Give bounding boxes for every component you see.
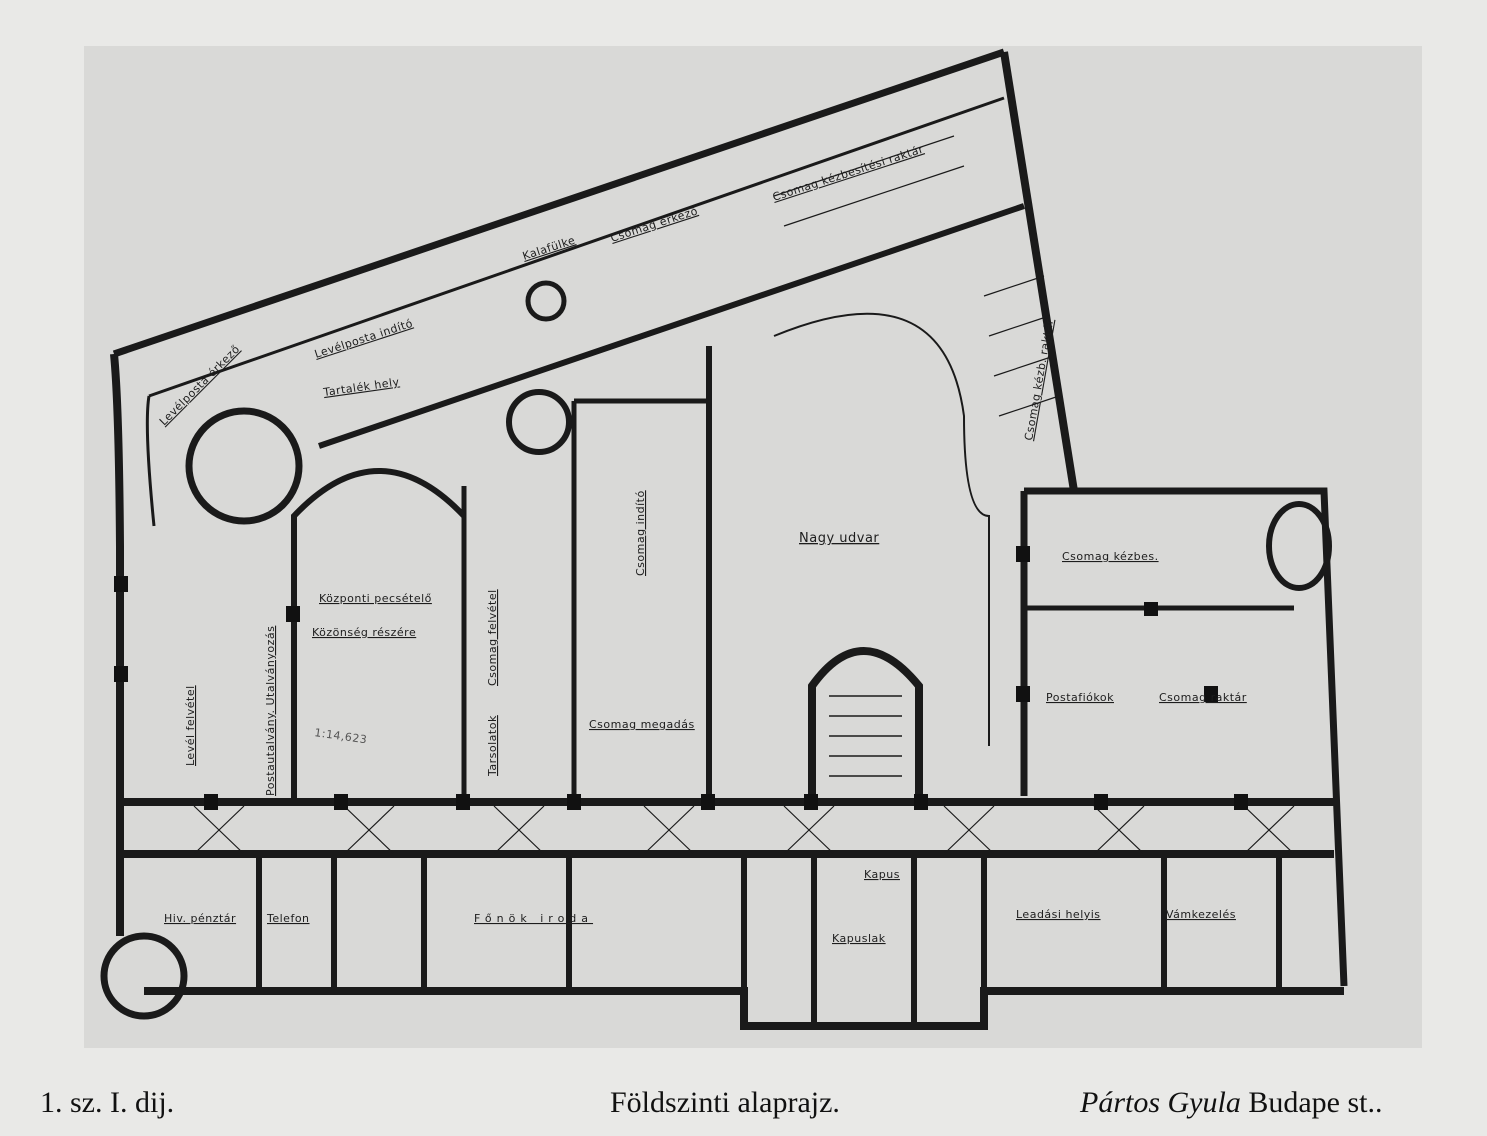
south-facade-wall: [144, 987, 1344, 1030]
label-csomag-erkezo: Csomag érkező: [609, 204, 700, 245]
label-csomag-megadas: Csomag megadás: [589, 718, 695, 731]
label-tarsolatok: Tarsolatok: [486, 715, 499, 777]
label-hatofulke: Kalafülke: [521, 234, 577, 263]
east-wing-outer-wall: [1024, 487, 1348, 987]
round-corner-tower: [100, 932, 188, 1020]
floor-plan-frame: Levélposta indító Levélposta érkező Tart…: [84, 46, 1422, 1048]
caption-credit: Pártos Gyula Budape st..: [1080, 1086, 1382, 1120]
east-slanted-wall: [1000, 51, 1078, 492]
label-kapus: Kapus: [864, 868, 900, 881]
label-fonok-iroda: Főnök iroda: [474, 912, 593, 925]
label-nagy-udvar: Nagy udvar: [799, 531, 879, 546]
round-stairwell-west: [185, 407, 303, 525]
label-kapuslakas: Kapuslak: [832, 932, 886, 945]
label-csomag-raktar: Csomag raktár: [1159, 691, 1247, 704]
west-facade-wall: [110, 353, 124, 936]
corridor-vault-marks: [193, 805, 1295, 855]
label-level-felvetel: Levél felvétel: [184, 685, 197, 766]
round-stairwell-east: [1266, 501, 1332, 591]
caption-city: Budape st..: [1248, 1086, 1383, 1119]
courtyard-north-wall: [318, 203, 1025, 449]
label-telefon: Telefon: [266, 912, 310, 925]
label-tartalek-hely: Tartalék hely: [322, 375, 401, 399]
arched-hall-wall: [291, 468, 467, 806]
north-inner-wall: [148, 96, 1005, 398]
label-levelposta-indito: Levélposta indító: [313, 317, 415, 361]
label-hiv-penztar: Hiv. pénztár: [164, 912, 236, 925]
pencil-note: 1:14,623: [314, 726, 368, 746]
label-leadasi-helyis: Leadási helyis: [1016, 908, 1101, 921]
caption-award: 1. sz. I. dij.: [40, 1086, 175, 1119]
floor-plan-drawing: Levélposta indító Levélposta érkező Tart…: [100, 48, 1348, 1030]
label-csomag-felvetel: Csomag felvétel: [486, 589, 499, 686]
south-room-partitions: [256, 854, 1282, 1026]
caption-author: Pártos Gyula: [1080, 1086, 1241, 1119]
round-stairwell-center: [506, 389, 572, 455]
label-postautalvany: Postautalvány. Utalványozás: [264, 626, 277, 796]
label-csomag-kezbes: Csomag kézbes.: [1062, 550, 1159, 563]
label-csomag-indito: Csomag indító: [634, 490, 647, 576]
central-staircase-wall: [808, 647, 923, 806]
round-stair-small: [525, 280, 567, 322]
label-kozonseg-reszere: Közönség részére: [312, 626, 416, 639]
caption-title: Földszinti alaprajz.: [610, 1086, 840, 1119]
label-vamkezeles: Vámkezelés: [1166, 908, 1236, 921]
label-postafiokok: Postafiókok: [1046, 691, 1114, 704]
label-kozponti-pecsetelo: Központi pecsételő: [319, 592, 432, 605]
courtyard-driveway: [773, 312, 990, 746]
north-facade-wall: [112, 48, 1006, 358]
label-csomag-kezb-raktar: Csomag kézb. raktár: [1022, 318, 1056, 442]
